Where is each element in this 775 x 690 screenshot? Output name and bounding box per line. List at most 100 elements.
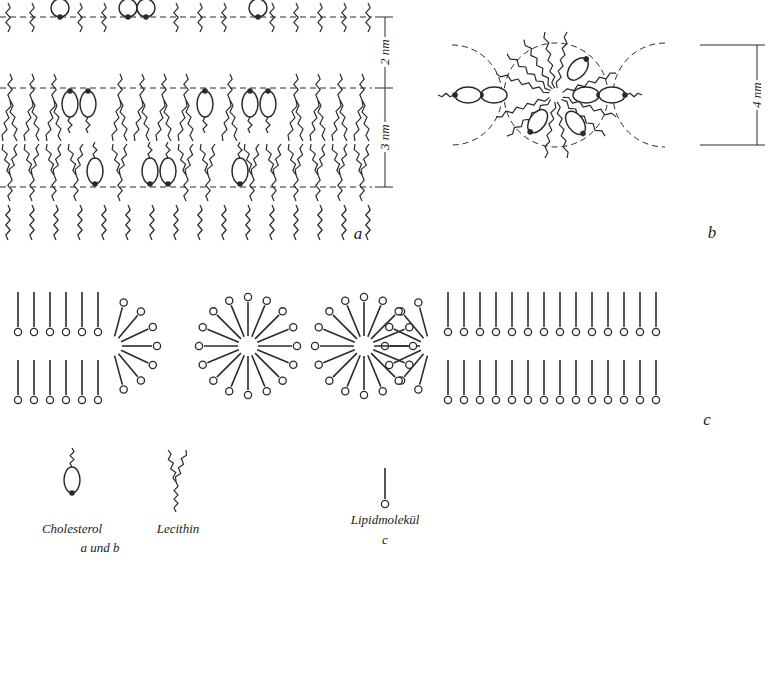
fatty-acid-chain [10,100,17,141]
hydroxyl-dot [165,181,171,187]
lipid-head [279,377,286,384]
lipid-head [508,396,515,403]
lipid-tail [463,360,465,395]
legend-group-label: c [380,533,390,547]
lipid-tail [511,360,513,395]
fatty-acid-chain [174,482,178,512]
fatty-acid-chain [318,3,322,32]
fatty-acid-chain [338,175,342,201]
fatty-acid-chain [32,100,39,141]
fatty-acid-chain [250,175,254,201]
lipid-tail [252,355,265,386]
fatty-acid-chain [296,100,303,141]
lipid-tail [207,350,238,363]
fatty-acid-chain [294,205,298,240]
fatty-acid-chain [198,205,202,240]
lipid-head [604,396,611,403]
cholesterol-ring [260,91,276,117]
fatty-acid-chain [626,93,642,97]
lipid-head [226,297,233,304]
fatty-acid-chain [31,144,39,175]
fatty-acid-chain [294,3,298,32]
fatty-acid-chain [176,450,187,482]
cholesterol-molecule [522,106,552,139]
lipid-head [244,293,251,300]
cholesterol-molecule [563,52,594,84]
panel-letter: b [706,224,719,243]
fatty-acid-chain [316,175,320,201]
dimension-tick [375,88,393,89]
cholesterol-tail [68,117,72,133]
lipid-head [360,391,367,398]
hydroxyl-dot [265,88,271,94]
lipid-head [311,342,318,349]
hydroxyl-dot [125,14,131,20]
lipid-head [226,388,233,395]
fatty-acid-chain [119,144,127,175]
cholesterol-ring [573,87,599,103]
fatty-acid-chain [102,205,106,240]
fatty-acid-chain [222,205,226,240]
fatty-acid-chain [174,205,178,240]
fatty-acid-chain [270,3,274,32]
lipid-tail [479,360,481,395]
lipid-tail [463,292,465,327]
lipid-tail [559,360,561,395]
cholesterol-ring [481,87,507,103]
fatty-acid-chain [272,175,276,201]
lipid-head [540,328,547,335]
lipid-head [460,328,467,335]
lipid-tail [323,350,354,363]
lipid-tail [639,292,641,327]
cholesterol-molecule [599,87,628,103]
fatty-acid-chain [360,175,364,201]
fatty-acid-chain [339,144,347,175]
lipid-tail [368,355,381,386]
cholesterol-molecule [573,87,602,103]
fatty-acid-chain [318,100,325,141]
lipid-head [14,328,21,335]
cholesterol-tail [86,117,90,133]
lipid-head [406,361,413,368]
fatty-acid-chain [8,175,12,201]
fatty-acid-chain [557,102,568,158]
dimension-tick [700,45,765,46]
fatty-acid-chain [342,3,346,32]
cholesterol-ring [160,158,176,184]
lipid-tail [320,345,354,347]
lipid-tail [115,356,123,385]
fatty-acid-chain [295,144,303,175]
fatty-acid-chain [52,74,56,100]
lipid-tail [257,329,288,342]
fatty-acid-chain [338,74,342,100]
lipid-head [326,308,333,315]
lipid-tail [495,360,497,395]
fatty-acid-chain [507,54,551,91]
lipid-head [379,388,386,395]
lipid-tail [247,356,249,390]
fatty-acid-chain [246,205,250,240]
lipid-tail [115,307,123,336]
lipid-head [556,396,563,403]
fatty-acid-chain [294,74,298,100]
lipid-tail [231,305,244,336]
lipid-tail [121,329,148,342]
lipid-head [588,328,595,335]
fatty-acid-chain [318,205,322,240]
panel-letter: c [701,411,713,430]
lipid-tail [404,315,423,338]
lipid-head [210,308,217,315]
lipid-head [46,328,53,335]
lipid-head [149,323,156,330]
lipid-tail [591,360,593,395]
fatty-acid-chain [294,175,298,201]
hydroxyl-dot [67,88,73,94]
fatty-acid-chain [168,450,176,482]
lipid-tail [527,292,529,327]
fatty-acid-chain [54,100,61,141]
fatty-acid-chain [52,175,56,201]
hydroxyl-dot [255,14,261,20]
lipid-tail [17,360,19,395]
fatty-acid-chain [185,144,193,175]
